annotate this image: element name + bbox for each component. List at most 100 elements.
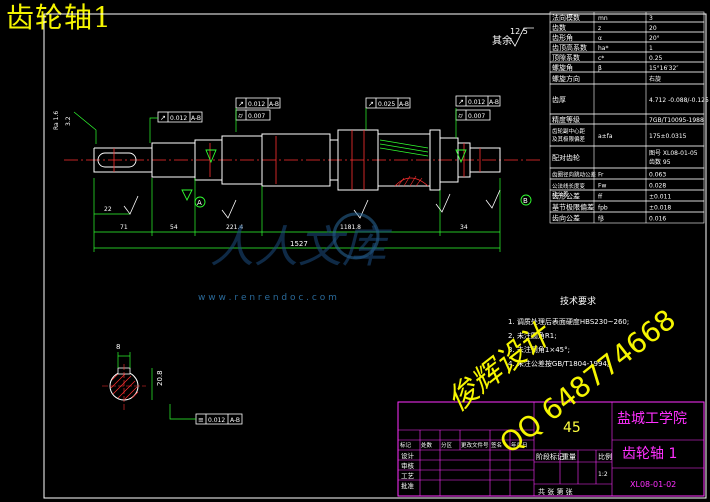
param-value: 7GB/T10095-1988: [649, 117, 704, 124]
param-symbol: z: [598, 25, 601, 32]
param-value: 0.016: [649, 216, 666, 223]
param-value: 0.25: [649, 55, 663, 62]
param-symbol: a±fa: [598, 133, 613, 140]
watermark-qq: QQ 648774668: [493, 303, 681, 460]
svg-text:0.012: 0.012: [208, 417, 225, 424]
shaft-outline: [93, 129, 501, 191]
svg-text:A-B: A-B: [399, 101, 409, 108]
section-tolerance-frame: ≡ 0.012 A-B: [169, 404, 243, 425]
watermarks: 人人文库 w w w . r e n r e n d o c . c o m 俊…: [198, 212, 682, 460]
section-width-dim: 8: [116, 343, 120, 351]
tolerance-frame-tf3: ⌭0.007: [235, 109, 271, 121]
svg-text:⌭: ⌭: [458, 112, 463, 120]
svg-text:A-B: A-B: [269, 101, 279, 108]
param-value: 3: [649, 15, 653, 22]
param-name: 法向模数: [552, 13, 580, 22]
drawing-heading: 齿轮轴1: [6, 1, 112, 34]
param-symbol: β: [598, 65, 602, 72]
revision-col: 签名: [491, 441, 502, 449]
tech-req-item: 4. 未注公差按GB/T1804-1994。: [508, 359, 614, 368]
param-value: 0.028: [649, 183, 666, 190]
partial-section: [394, 177, 429, 187]
param-value: 右旋: [649, 75, 661, 83]
section-view: 8 20.8: [102, 343, 164, 410]
watermark-logo: 人人文库: [210, 222, 393, 273]
svg-text:A-B: A-B: [230, 417, 240, 424]
svg-text:A-B: A-B: [489, 99, 499, 106]
param-name: 齿厚: [552, 96, 566, 104]
svg-text:0.007: 0.007: [468, 113, 485, 120]
datum-A: A: [194, 196, 206, 208]
param-name: 齿向公差: [552, 214, 580, 223]
roughness-label: 其余: [492, 34, 512, 47]
outer-frame: [43, 13, 707, 499]
drawing-number: XL08-01-02: [630, 480, 676, 489]
svg-text:Ra 1.6: Ra 1.6: [53, 111, 60, 130]
svg-text:A: A: [197, 199, 202, 207]
svg-text:↗: ↗: [160, 114, 166, 122]
param-name: 动公差: [552, 190, 569, 198]
param-name: 齿数: [552, 23, 566, 32]
param-name: 精度等级: [552, 115, 580, 124]
param-symbol: Fr: [598, 172, 604, 179]
param-value: 1: [649, 45, 653, 52]
roughness-symbols: [123, 189, 501, 219]
section-hatch: [397, 175, 423, 187]
param-value: 20°: [649, 35, 660, 42]
param-value: 15°16′32″: [649, 65, 679, 72]
param-row: 齿向公差 fβ 0.016: [549, 211, 705, 224]
revision-col: 更改文件号: [461, 441, 489, 449]
gd-triangles: [181, 149, 467, 202]
revision-col: 标记: [400, 441, 412, 449]
param-name: 齿圈径向跳动公差: [552, 171, 597, 179]
revision-col: 年月日: [511, 441, 528, 449]
revision-col: 处数: [421, 441, 433, 449]
param-symbol: ff: [598, 194, 603, 201]
param-name: 齿形公差: [552, 192, 580, 201]
role-label: 批准: [401, 481, 415, 490]
watermark-site: w w w . r e n r e n d o c . c o m: [198, 293, 337, 303]
svg-text:↗: ↗: [238, 100, 244, 108]
svg-text:B: B: [523, 197, 528, 205]
role-label: 审核: [401, 461, 415, 470]
tech-req-item: 2. 未注圆角R1;: [508, 331, 557, 340]
svg-text:0.012: 0.012: [170, 115, 187, 122]
param-name: 公法线长度变: [552, 182, 586, 190]
section-depth-dim: 20.8: [156, 370, 164, 386]
param-value: ±0.018: [649, 205, 671, 212]
svg-text:A-B: A-B: [191, 115, 201, 122]
datum-B: B: [520, 194, 532, 206]
svg-text:0.025: 0.025: [378, 101, 395, 108]
param-name: 螺旋方向: [552, 74, 580, 83]
tolerance-frame-tf2: ↗ 0.012 A-B: [235, 97, 281, 109]
param-symbol: α: [598, 35, 602, 42]
scale-label: 比例: [598, 452, 612, 461]
svg-text:0.012: 0.012: [248, 101, 265, 108]
gear-teeth: [379, 139, 429, 157]
scale-value: 1:2: [598, 471, 608, 478]
segment-dim: 71: [120, 224, 128, 231]
param-symbol: fβ: [598, 216, 604, 223]
tolerance-frame-tf6: ⌭ 0.007: [455, 109, 491, 121]
segment-dim: 22: [104, 206, 112, 213]
svg-text:3.2: 3.2: [65, 116, 72, 126]
mass-label: 重量: [562, 453, 576, 461]
left-notes: Ra 1.6 3.2: [53, 111, 72, 130]
param-value: 齿数 95: [649, 158, 671, 166]
param-symbol: mn: [598, 15, 608, 22]
stage-label: 阶段标记: [536, 452, 564, 461]
revision-row-labels: 标记处数分区更改文件号签名年月日: [400, 441, 528, 449]
